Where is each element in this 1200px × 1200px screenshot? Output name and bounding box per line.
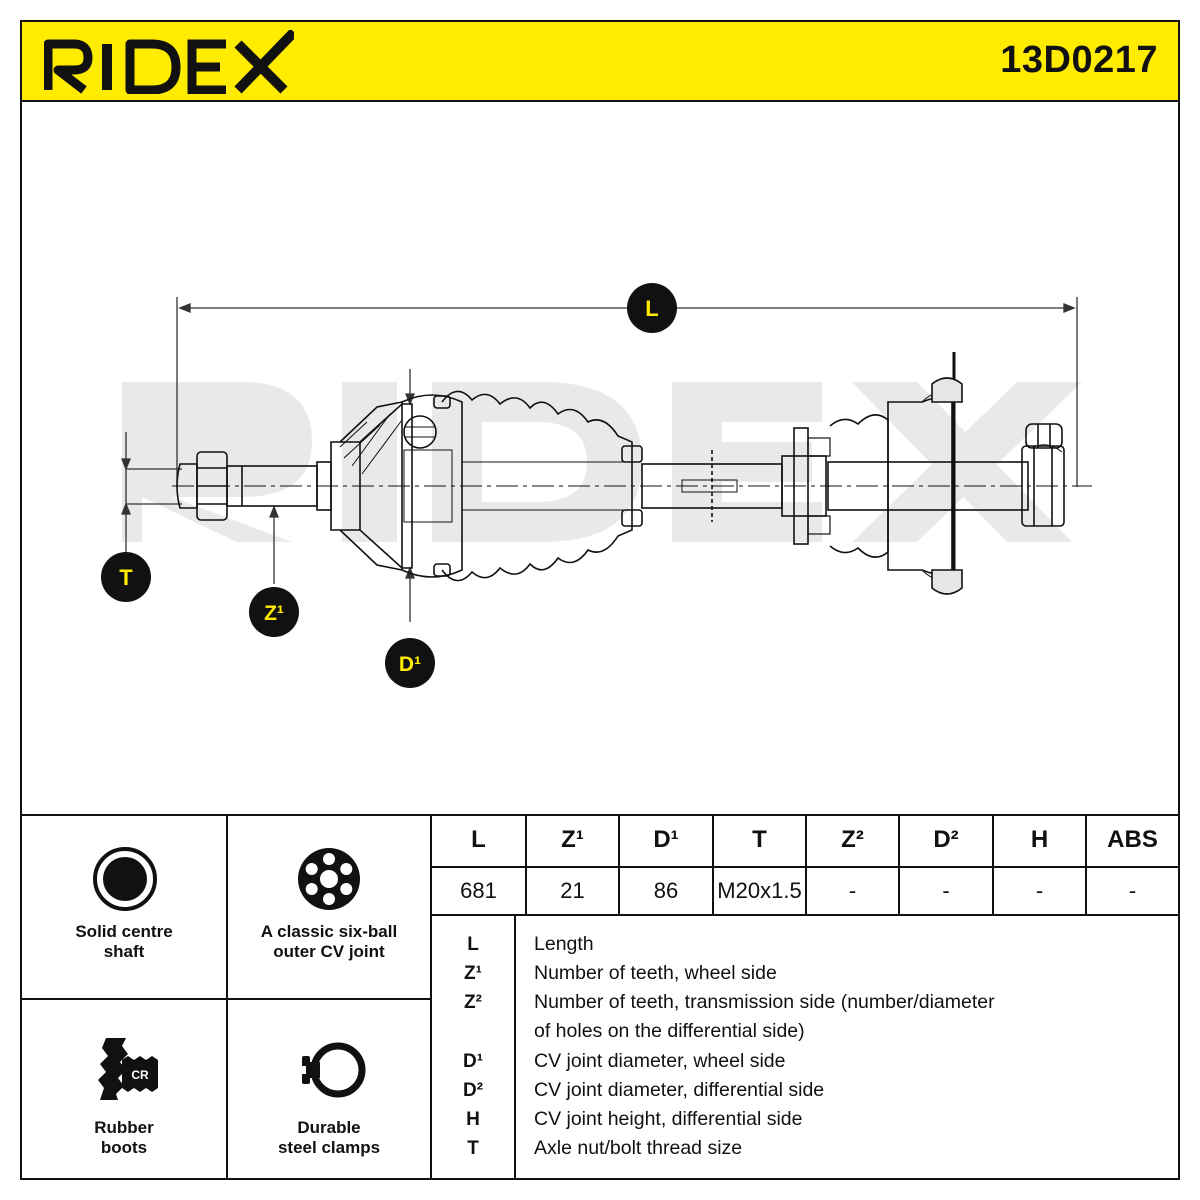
technical-drawing: L T Z¹ D¹ <box>22 102 1178 814</box>
spec-col-divider <box>992 816 994 914</box>
feature-divider-horizontal <box>22 998 430 1000</box>
legend-text: Axle nut/bolt thread size <box>534 1137 743 1159</box>
spec-table-bottom-border <box>432 914 1178 916</box>
legend-key: L <box>467 934 479 955</box>
feature-label-line1: A classic six-ball <box>260 922 398 941</box>
legend-text: Number of teeth, transmission side (numb… <box>534 991 995 1013</box>
length-callout-badge: L <box>627 283 677 333</box>
spec-value-h: - <box>1035 878 1044 903</box>
spec-col-divider <box>618 816 620 914</box>
spec-header-l: L <box>471 826 486 853</box>
spec-value-z1: 21 <box>560 878 585 903</box>
legend-text: Length <box>534 933 594 955</box>
legend-text: CV joint diameter, wheel side <box>534 1050 786 1072</box>
feature-label-line1: Durable <box>297 1118 361 1137</box>
spec-col-divider <box>805 816 807 914</box>
feature-divider-vertical-2 <box>430 816 432 1178</box>
legend-text: CV joint diameter, differential side <box>534 1079 825 1101</box>
shaft-outline <box>172 352 1092 595</box>
part-number: 13D0217 <box>1000 39 1158 81</box>
feature-label-line2: boots <box>100 1138 148 1157</box>
feature-label-line2: steel clamps <box>277 1138 381 1157</box>
feature-label-line1: Rubber <box>94 1118 154 1137</box>
legend-text: of holes on the differential side) <box>534 1020 805 1042</box>
spec-col-divider <box>898 816 900 914</box>
legend-divider <box>514 916 516 1178</box>
spec-header-z2: Z² <box>841 826 864 853</box>
spec-value-l: 681 <box>460 878 497 903</box>
watermark-logo <box>122 382 1082 542</box>
rubber-boot-icon: CR <box>98 1038 158 1100</box>
spec-value-z2: - <box>848 878 857 903</box>
feature-label-line1: Solid centre <box>75 922 173 941</box>
legend: L Length Z¹ Number of teeth, wheel side … <box>432 916 1178 1178</box>
feature-solid-shaft: Solid centre shaft <box>22 816 226 998</box>
spec-col-divider <box>1085 816 1087 914</box>
spec-header-z1: Z¹ <box>561 826 584 853</box>
feature-rubber-boots: CR Rubber boots <box>22 1000 226 1178</box>
drive-shaft-drawing: L T Z¹ D¹ <box>101 283 1092 688</box>
legend-key: D¹ <box>462 1051 484 1072</box>
steel-clamp-icon <box>300 1042 366 1098</box>
feature-label-line2: shaft <box>103 942 145 961</box>
spec-value-d2: - <box>942 878 950 903</box>
spec-col-divider <box>712 816 714 914</box>
feature-six-ball-joint: A classic six-ball outer CV joint <box>228 816 430 998</box>
thread-callout-badge: T <box>101 552 151 602</box>
legend-key: T <box>467 1138 479 1159</box>
spec-header-d2: D² <box>933 826 959 853</box>
header-bar: 13D0217 <box>22 22 1178 102</box>
legend-key: Z¹ <box>464 963 482 984</box>
length-callout-label: L <box>645 296 658 321</box>
legend-text: CV joint height, differential side <box>534 1108 803 1130</box>
spec-header-d1: D¹ <box>653 826 679 853</box>
six-ball-joint-icon <box>298 848 360 910</box>
feature-steel-clamps: Durable steel clamps <box>228 1000 430 1178</box>
spec-value-d1: 86 <box>653 878 679 903</box>
legend-key: Z² <box>464 992 482 1013</box>
feature-divider-vertical <box>226 816 228 1178</box>
specification-section: Solid centre shaft A classic six-ball ou… <box>22 814 1178 1178</box>
spec-header-h: H <box>1030 826 1049 853</box>
teeth-callout-label: Z¹ <box>264 602 284 625</box>
datasheet-frame: 13D0217 <box>20 20 1180 1180</box>
spec-value-abs: - <box>1128 878 1137 903</box>
teeth-callout-badge: Z¹ <box>249 587 299 637</box>
spec-header-abs: ABS <box>1107 826 1158 853</box>
thread-callout-label: T <box>119 565 133 590</box>
spec-header-t: T <box>752 826 767 853</box>
legend-text: Number of teeth, wheel side <box>534 962 777 984</box>
thread-dimension <box>121 432 182 572</box>
feature-label-line2: outer CV joint <box>273 942 385 961</box>
ridex-logo <box>44 30 294 94</box>
solid-shaft-icon <box>93 847 157 911</box>
spec-value-t: M20x1.5 <box>717 878 802 903</box>
spec-table: L Z¹ D¹ T Z² D² H ABS 681 21 86 M20x1.5 … <box>432 816 1178 916</box>
legend-key: D² <box>462 1080 484 1101</box>
rubber-boot-badge-text: CR <box>131 1068 149 1082</box>
legend-key: H <box>466 1109 480 1130</box>
diameter-callout-badge: D¹ <box>385 638 435 688</box>
diameter-callout-label: D¹ <box>399 653 421 676</box>
spec-col-divider <box>525 816 527 914</box>
teeth-pointer <box>269 505 279 584</box>
